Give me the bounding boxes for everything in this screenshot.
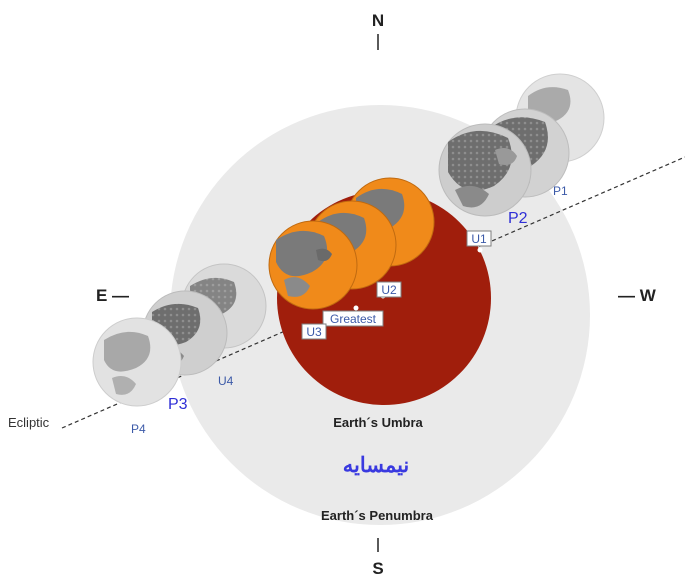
moon-p2 — [438, 123, 532, 217]
u2-tag: U2 — [376, 281, 402, 298]
p2-label: P2 — [508, 210, 528, 227]
u4-label: U4 — [218, 374, 234, 388]
umbra-label: Earth´s Umbra — [333, 415, 423, 430]
u2-label: U2 — [381, 283, 397, 297]
p3-label: P3 — [168, 396, 188, 413]
ecliptic-label: Ecliptic — [8, 415, 50, 430]
penumbra-persian-label: نیمسایه — [343, 454, 410, 477]
penumbra-label: Earth´s Penumbra — [321, 508, 434, 523]
moon-greatest-eclipsed — [268, 220, 358, 310]
u1-tag: U1 — [466, 230, 492, 247]
u1-label: U1 — [471, 232, 487, 246]
south-label: S — [372, 559, 383, 578]
p4-label: P4 — [131, 422, 146, 436]
contact-point-greatest — [353, 305, 359, 311]
u3-tag: U3 — [301, 323, 327, 340]
greatest-label: Greatest — [330, 312, 377, 326]
greatest-tag: Greatest — [322, 310, 384, 327]
east-label: E — — [96, 286, 129, 305]
u3-label: U3 — [306, 325, 322, 339]
moon-p4 — [92, 317, 182, 407]
north-label: N — [372, 11, 384, 30]
p1-label: P1 — [553, 184, 568, 198]
west-label: — W — [618, 286, 657, 305]
contact-point-u1 — [477, 247, 483, 253]
